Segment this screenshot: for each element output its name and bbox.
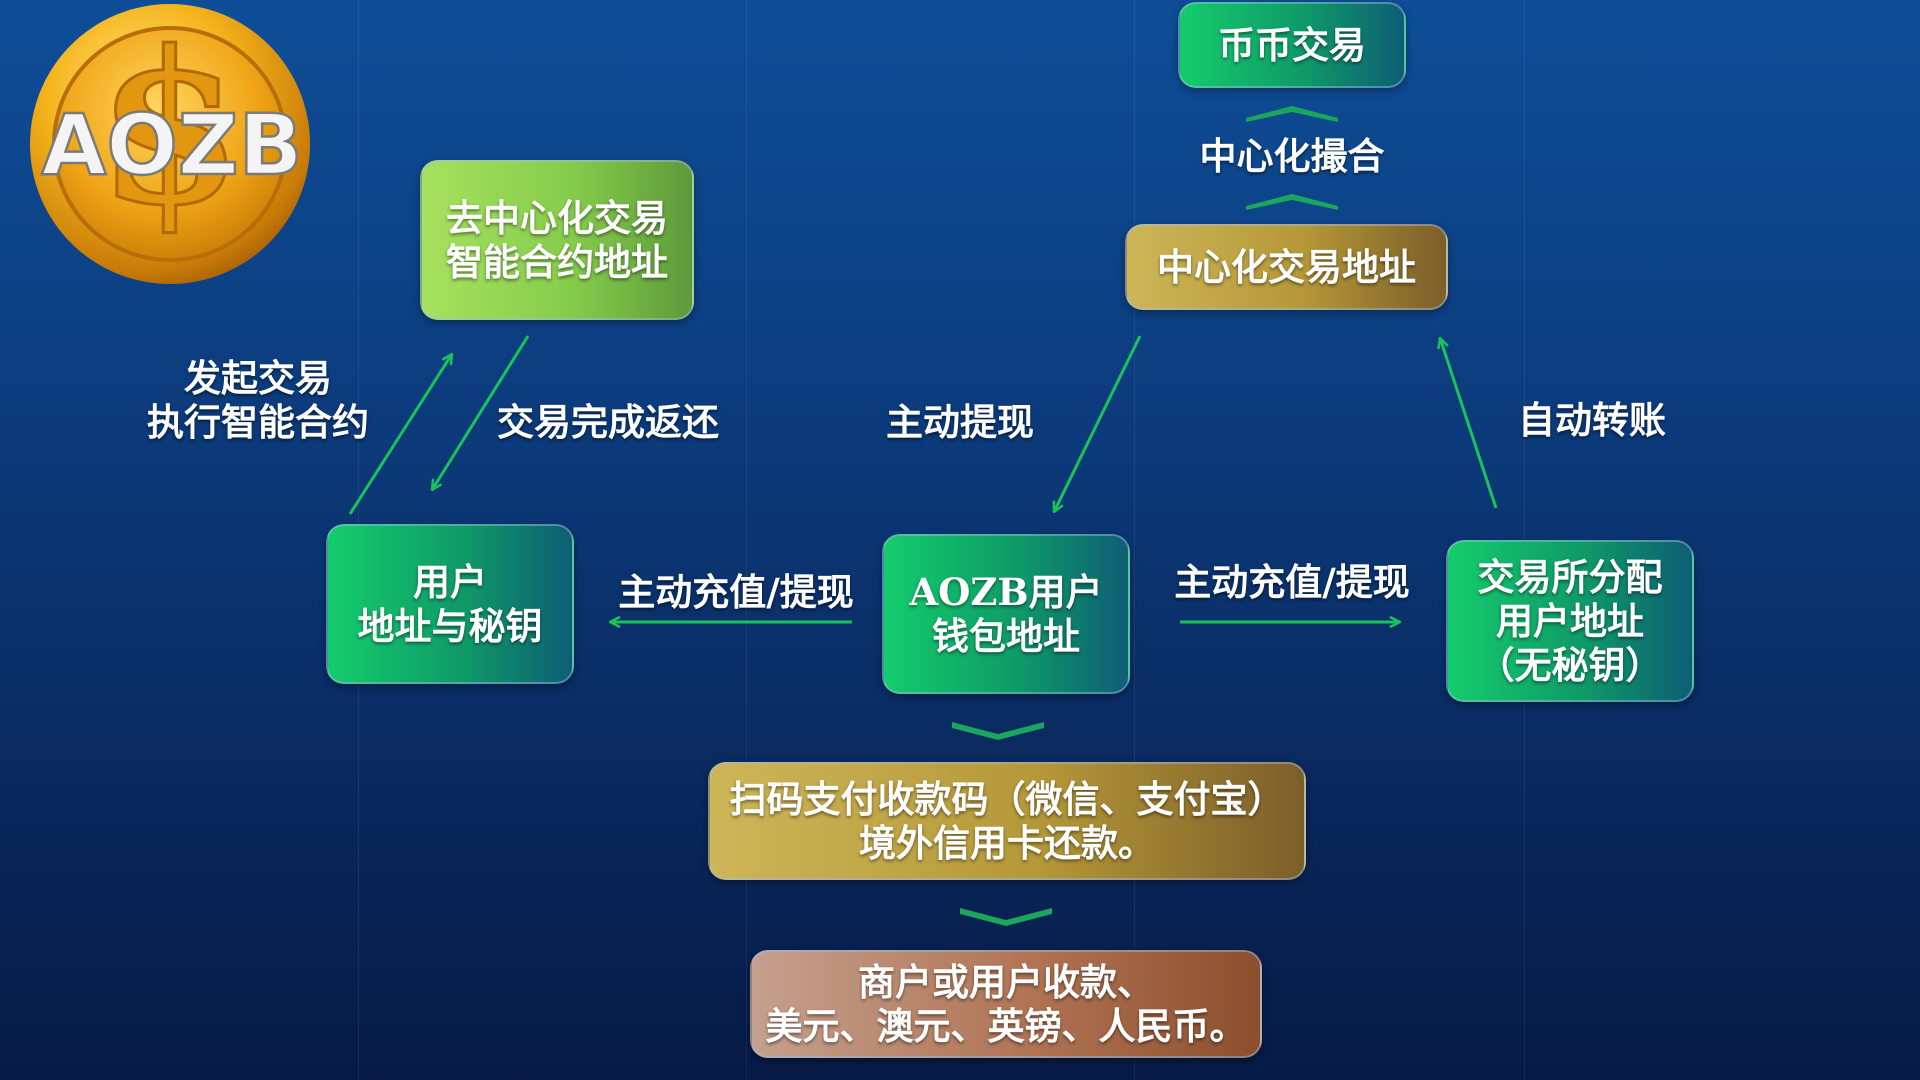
chevron-up-icon [1246,194,1338,210]
coin-logo-text: AOZB [41,96,302,194]
label-deposit-withdraw-left: 主动充值/提现 [618,570,854,614]
node-central-exchange-address: 中心化交易地址 [1125,224,1448,310]
node-dex-smart-contract: 去中心化交易 智能合约地址 [420,160,694,320]
chevron-up-icon [1246,106,1338,122]
node-merchant-receipt: 商户或用户收款、 美元、澳元、英镑、人民币。 [750,950,1262,1058]
label-initiate-trade: 发起交易 执行智能合约 [147,356,369,444]
node-coin-trading: 币币交易 [1178,2,1406,88]
label-trade-return: 交易完成返还 [497,400,719,444]
chevron-down-icon [960,908,1052,926]
node-qr-payment: 扫码支付收款码（微信、支付宝） 境外信用卡还款。 [708,762,1306,880]
label-central-matching: 中心化撮合 [1199,134,1385,178]
coin-inner-face [52,26,288,262]
background-divider [746,0,747,1080]
arrow-trade-return [432,335,530,490]
node-exchange-assigned-address: 交易所分配 用户地址 （无秘钥） [1446,540,1694,702]
arrow-initiate-trade [348,354,452,515]
background-divider [1134,0,1135,1080]
node-aozb-wallet-address: AOZB用户 钱包地址 [882,534,1130,694]
label-deposit-withdraw-right: 主动充值/提现 [1174,560,1410,604]
node-user-address-keys: 用户 地址与秘钥 [326,524,574,684]
aozb-coin-logo: $ AOZB [30,4,310,284]
label-auto-transfer: 自动转账 [1518,398,1666,442]
chevron-down-icon [952,722,1044,740]
label-active-withdraw: 主动提现 [886,400,1034,444]
arrow-auto-transfer [1440,338,1498,509]
arrow-active-withdraw [1054,335,1142,512]
dollar-sign-icon: $ [97,5,243,252]
